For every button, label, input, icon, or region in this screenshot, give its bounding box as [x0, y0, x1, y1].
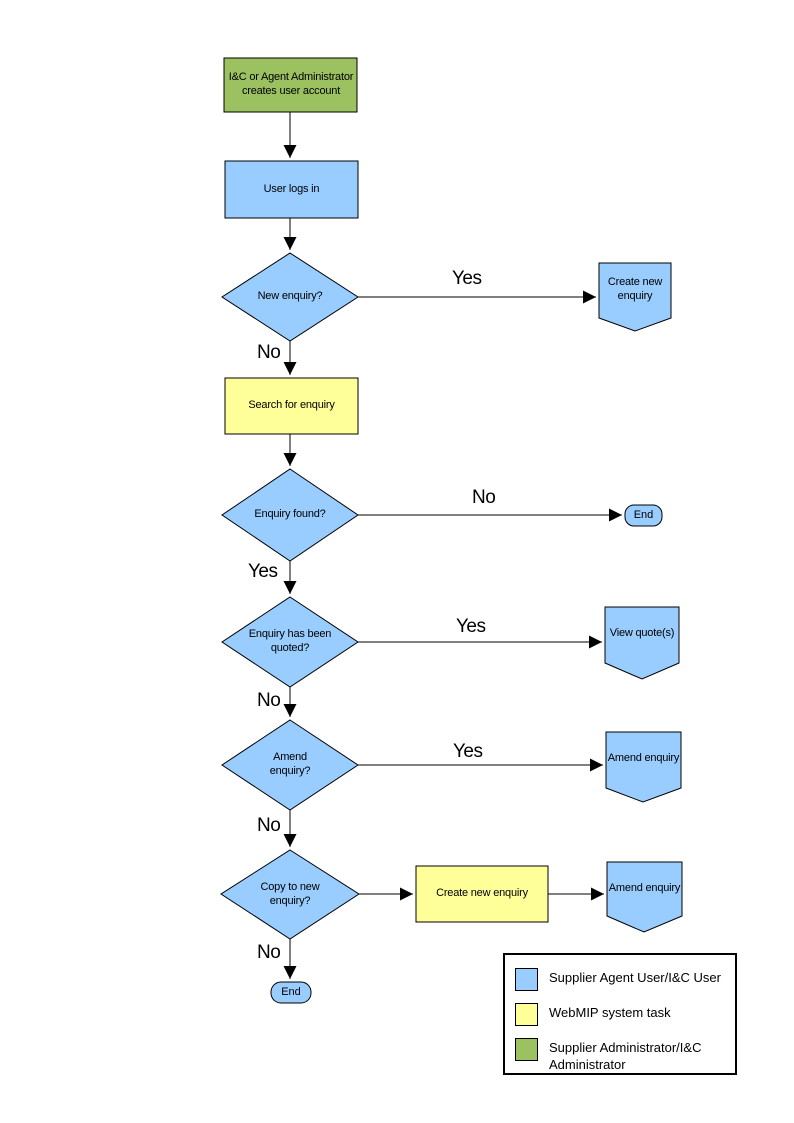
offpage-amend-enquiry-1-shape: [605, 731, 682, 803]
decision-quoted-shape: [221, 596, 359, 688]
legend-label-admin: Supplier Administrator/I&C Administrator: [549, 1040, 702, 1072]
decision-copy-shape: [220, 849, 360, 940]
terminator-end-1-shape: [624, 504, 663, 527]
offpage-view-quotes-shape: [604, 606, 680, 680]
node-search-enquiry-shape: [224, 377, 359, 435]
legend-label-user: Supplier Agent User/I&C User: [549, 970, 721, 985]
offpage-amend-enquiry-2-shape: [606, 861, 683, 933]
legend-label-system: WebMIP system task: [549, 1005, 671, 1020]
decision-amend-shape: [221, 719, 359, 811]
legend-item-admin: Supplier Administrator/I&C Administrator: [515, 1038, 729, 1074]
legend-swatch-system: [515, 1003, 538, 1026]
decision-enquiry-found-shape: [221, 468, 359, 562]
node-create-new-enquiry-task-shape: [415, 865, 549, 923]
legend-swatch-admin: [515, 1038, 538, 1061]
decision-new-enquiry-shape: [221, 252, 359, 342]
legend-item-system: WebMIP system task: [515, 1003, 729, 1026]
terminator-end-2-shape: [270, 981, 312, 1004]
legend-box: Supplier Agent User/I&C User WebMIP syst…: [503, 953, 737, 1075]
offpage-create-new-enquiry-shape: [598, 262, 672, 332]
node-create-account-shape: [223, 57, 358, 113]
legend-swatch-user: [515, 968, 538, 991]
legend-item-user: Supplier Agent User/I&C User: [515, 968, 729, 991]
node-login-shape: [224, 160, 359, 219]
